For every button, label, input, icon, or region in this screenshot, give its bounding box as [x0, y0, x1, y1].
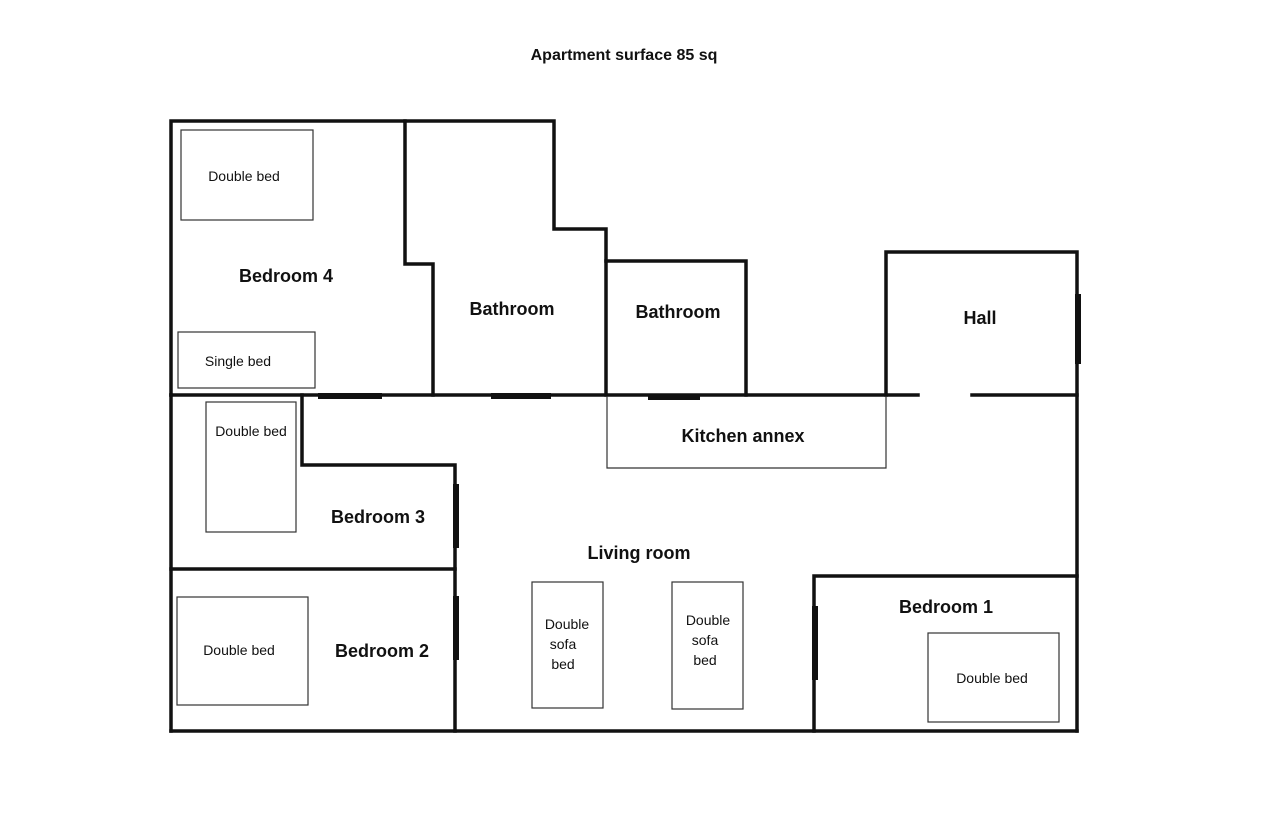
- bedroom4-double-bed: [180, 129, 314, 221]
- furniture-label-sofa1-line2: sofa: [550, 636, 577, 652]
- bedroom4-single-bed: [177, 331, 316, 389]
- room-label-bedroom1: Bedroom 1: [899, 597, 993, 617]
- room-label-living: Living room: [588, 543, 691, 563]
- room-label-bathroom-right: Bathroom: [636, 302, 721, 322]
- bedroom3-double-bed: [205, 401, 297, 533]
- furniture-label-sofa2-line1: Double: [686, 612, 731, 628]
- living-sofa-bed-1: [531, 581, 604, 709]
- room-label-bedroom2: Bedroom 2: [335, 641, 429, 661]
- room-label-bedroom3: Bedroom 3: [331, 507, 425, 527]
- furniture-label-b2-double: Double bed: [203, 642, 275, 658]
- furniture-label-sofa1-line3: bed: [551, 656, 574, 672]
- room-label-hall: Hall: [963, 308, 996, 328]
- walls: [169, 119, 1079, 733]
- furniture-label-b4-single: Single bed: [205, 353, 271, 369]
- furniture-label-sofa2-line3: bed: [693, 652, 716, 668]
- bedroom1-double-bed: [927, 632, 1060, 723]
- furniture-label-b3-double: Double bed: [215, 423, 287, 439]
- furniture-label-b4-double: Double bed: [208, 168, 280, 184]
- room-label-bedroom4: Bedroom 4: [239, 266, 333, 286]
- room-labels: Bedroom 4 Bathroom Bathroom Hall Kitchen…: [239, 266, 997, 661]
- bedroom2-double-bed: [176, 596, 309, 706]
- furniture: [176, 129, 1060, 723]
- room-label-bathroom-left: Bathroom: [470, 299, 555, 319]
- furniture-label-b1-double: Double bed: [956, 670, 1028, 686]
- living-sofa-bed-2: [671, 581, 744, 710]
- furniture-labels: Double bed Single bed Double bed Double …: [203, 168, 1028, 686]
- doors: [318, 294, 1081, 680]
- room-label-kitchen: Kitchen annex: [681, 426, 804, 446]
- furniture-label-sofa1-line1: Double: [545, 616, 590, 632]
- kitchen-counter: [606, 397, 887, 469]
- plan-title: Apartment surface 85 sq: [531, 47, 718, 64]
- furniture-label-sofa2-line2: sofa: [692, 632, 719, 648]
